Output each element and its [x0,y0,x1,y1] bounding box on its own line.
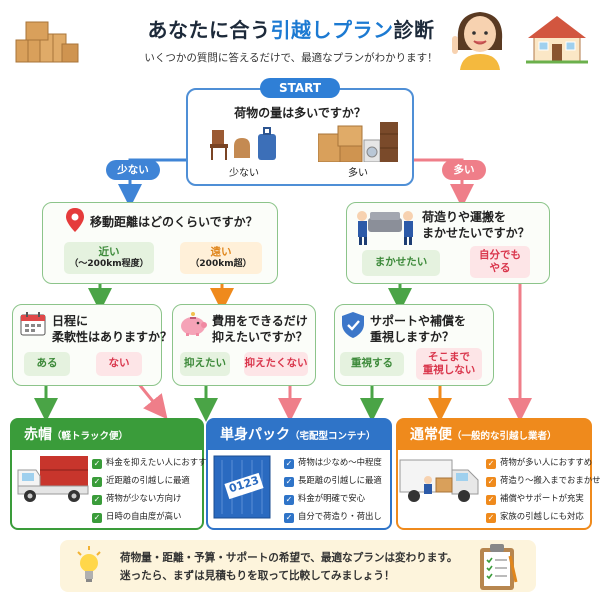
cost-no-label: 抑えたくない [244,357,308,370]
distance-near-option[interactable]: 近い （〜200km程度） [64,242,154,274]
distance-far-option[interactable]: 遠い （200km超） [180,242,262,274]
schedule-question-line2: 柔軟性はありますか？ [52,330,173,344]
packing-yes-label: まかせたい [374,256,428,269]
shield-check-icon [342,312,364,338]
page-title: あなたに合う引越しプラン診断 [147,18,435,42]
branch-many-pill: 多い [442,160,486,180]
furniture-boxes-icon [317,120,398,163]
footer-line1: 荷物量・距離・予算・サポートの希望で、最適なプランは変わります。 [120,552,458,564]
support-yes-option[interactable]: 重視する [340,352,404,376]
packing-question-line2: まかせたいですか？ [422,226,530,240]
distance-far-label: 遠い [210,245,232,258]
result-tsujo-feature: ✓家族の引越しにも対応 [486,511,584,523]
support-yes-label: 重視する [351,357,393,370]
packing-yes-option[interactable]: まかせたい [362,250,440,276]
schedule-yes-label: ある [36,357,58,370]
cost-question-line1: 費用をできるだけ [212,314,308,328]
result-tsujo-feature: ✓補償やサポートが充実 [486,493,584,505]
packing-no-line2: やる [489,262,511,274]
cost-question-line2: 抑えたいですか？ [212,330,308,344]
calendar-icon [20,312,46,336]
footer-tip-box: 荷物量・距離・予算・サポートの希望で、最適なプランは変わります。 迷ったら、まず… [60,540,536,592]
support-question-line1: サポートや補償を [370,314,467,328]
result-tsujo-feature: ✓荷造り〜搬入までおまかせ [486,475,600,487]
support-no-line1: そこまで [428,350,470,363]
cost-yes-option[interactable]: 抑えたい [180,352,230,376]
result-tanshin-feature: ✓料金が明確で安心 [284,493,365,505]
page-subtitle: いくつかの質問に答えるだけで、最適なプランがわかります！ [144,52,438,64]
cost-yes-label: 抑えたい [184,357,226,370]
distance-question: 移動距離はどのくらいですか？ [90,215,258,229]
woman-pointing-icon [446,6,514,70]
location-pin-icon [66,208,84,232]
result-tsujo-feature: ✓荷物が多い人におすすめ [486,457,593,469]
distance-near-sub: （〜200km程度） [69,258,149,269]
result-akabou-feature: ✓日時の自由度が高い [92,511,182,523]
clipboard-checklist-icon [478,542,518,592]
schedule-no-option[interactable]: ない [96,352,142,376]
start-question: 荷物の量は多いですか？ [234,106,366,120]
start-label: START [260,78,340,98]
packing-question-line1: 荷造りや運搬を [422,210,507,224]
piggy-bank-icon [178,312,208,336]
boxes-icon [14,20,80,66]
branch-few-pill: 少ない [106,160,160,180]
result-akabou-feature: ✓近距離の引越しに最適 [92,475,190,487]
packing-no-line1: 自分でも [479,248,521,261]
support-no-option[interactable]: そこまで 重視しない [416,348,482,380]
movers-sofa-icon [356,206,414,246]
many-label: 多い [348,168,368,179]
packing-no-option[interactable]: 自分でも やる [470,246,530,278]
chair-bag-suitcase-icon [208,124,280,162]
schedule-yes-option[interactable]: ある [24,352,70,376]
distance-near-label: 近い [98,245,120,258]
schedule-question-line1: 日程に [52,314,89,328]
few-label: 少ない [229,168,259,179]
light-bulb-icon [76,546,102,586]
result-akabou-feature: ✓料金を抑えたい人におすすめ [92,457,215,469]
moving-truck-icon [398,456,482,508]
footer-line2: 迷ったら、まずは見積もりを取って比較してみましょう！ [120,570,395,582]
result-tanshin-title: 単身パック（宅配型コンテナ） [220,427,376,443]
light-truck-icon [14,452,90,506]
result-akabou-title: 赤帽（軽トラック便） [24,427,129,443]
cost-no-option[interactable]: 抑えたくない [244,352,308,376]
result-tsujo-title: 通常便（一般的な引越し業者） [410,427,557,443]
result-tanshin-feature: ✓自分で荷造り・荷出し [284,511,382,523]
house-icon [526,12,588,64]
result-tanshin-feature: ✓荷物は少なめ〜中程度 [284,457,382,469]
schedule-no-label: ない [108,357,130,370]
support-no-line2: 重視しない [422,364,476,376]
support-question-line2: 重視しますか？ [370,330,455,344]
container-icon [212,452,274,522]
result-akabou-feature: ✓荷物が少ない方向け [92,493,182,505]
result-tanshin-feature: ✓長距離の引越しに最適 [284,475,382,487]
distance-far-sub: （200km超） [190,258,252,269]
